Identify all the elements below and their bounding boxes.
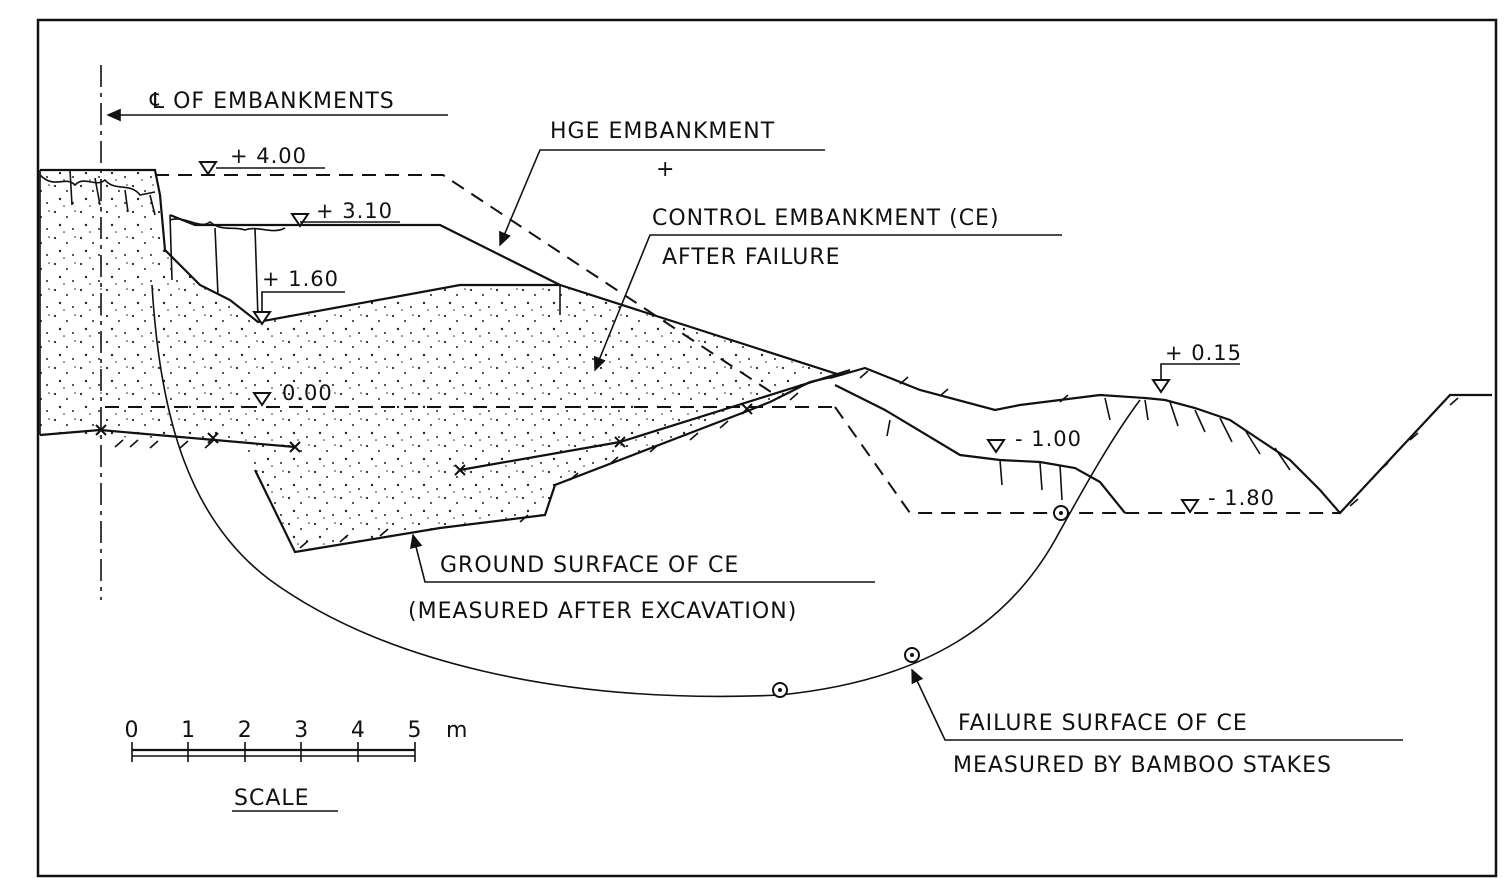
hge-profile: [169, 213, 561, 286]
elevation-4-00: + 4.00: [230, 144, 307, 168]
elevation-3-10: + 3.10: [316, 199, 393, 223]
drawing-frame: [36, 18, 1498, 878]
original-embankment-outline: [155, 174, 781, 399]
elevation-0-00: 0.00: [282, 381, 333, 405]
elevation-plus-0-15: + 0.15: [1165, 341, 1242, 365]
scale-bar-ticks: [131, 742, 416, 762]
scale-tick-labels: 0 1 2 3 4 5: [125, 718, 423, 743]
elevation-minus-1-00: - 1.00: [1015, 427, 1082, 451]
control-embankment-label: CONTROL EMBANKMENT (CE): [652, 206, 1000, 231]
toe-surface: [829, 366, 1492, 515]
scale-tick-label: 4: [351, 718, 366, 743]
crack-outline: [39, 169, 259, 435]
centerline-label: ℄ OF EMBANKMENTS: [149, 89, 395, 114]
elevation-markers: [198, 161, 1200, 514]
elevation-leader-lines: [216, 167, 1240, 380]
ce-leader: [593, 234, 1062, 372]
measured-by-stakes-label: MEASURED BY BAMBOO STAKES: [953, 753, 1332, 778]
embankment-fill: [40, 172, 840, 552]
scale-tick-label: 0: [125, 718, 140, 743]
failure-surface-arc: [151, 284, 1141, 698]
failure-surface-leader: [911, 668, 1403, 741]
scale-title: SCALE: [234, 786, 310, 811]
x-markers: [95, 403, 753, 476]
scale-tick-label: 1: [181, 718, 196, 743]
scale-tick-label: 3: [294, 718, 309, 743]
toe-cracks: [886, 397, 1291, 501]
crack-step: [169, 218, 286, 232]
after-failure-surface: [40, 168, 845, 554]
ground-surface-label: GROUND SURFACE OF CE: [440, 553, 739, 578]
toe-inner-profile: [834, 384, 1126, 514]
failure-surface-label: FAILURE SURFACE OF CE: [958, 711, 1248, 736]
measured-after-excavation-label: (MEASURED AFTER EXCAVATION): [408, 599, 797, 624]
crest-cracks: [39, 174, 156, 196]
bamboo-stake-markers: [772, 505, 1069, 698]
scale-unit: m: [446, 718, 468, 743]
after-failure-label: AFTER FAILURE: [662, 245, 841, 270]
elevation-1-60: + 1.60: [262, 267, 339, 291]
hge-leader: [499, 149, 825, 247]
plus-label: +: [656, 157, 675, 182]
scale-tick-label: 5: [408, 718, 423, 743]
hge-embankment-label: HGE EMBANKMENT: [550, 119, 775, 144]
scale-tick-label: 2: [238, 718, 253, 743]
ground-surface-leader: [409, 533, 875, 583]
scale-bar: [131, 742, 416, 762]
excavation-outline: [834, 406, 1340, 514]
elevation-minus-1-80: - 1.80: [1208, 486, 1275, 510]
